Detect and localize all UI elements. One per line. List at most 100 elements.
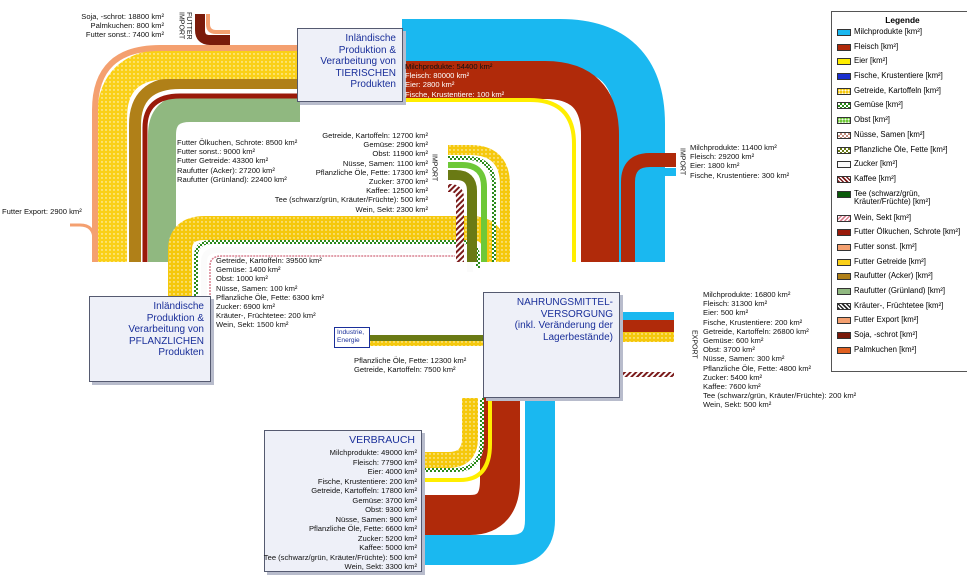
box-pflanz-line-5: Produkten <box>158 347 204 358</box>
legend-item: Zucker [km²] <box>832 160 967 175</box>
labels-tierisch-output: Milchprodukte: 54400 km² Fleisch: 80000 … <box>405 62 504 99</box>
verbrauch-item: Gemüse: 3700 km² <box>352 495 417 505</box>
export-item: Eier: 500 km² <box>703 308 749 318</box>
export-item: Zucker: 5400 km² <box>703 372 763 382</box>
legend: Legende Milchprodukte [km²]Fleisch [km²]… <box>831 11 967 372</box>
label-futter-import-vertical: FUTTER IMPORT <box>177 12 193 40</box>
verbrauch-item: Pflanzliche Öle, Fette: 6600 km² <box>308 524 417 533</box>
legend-swatch <box>837 214 851 222</box>
export-item: Fische, Krustentiere: 200 km² <box>703 317 803 327</box>
tier-out-item: Fische, Krustentiere: 100 km² <box>405 89 505 99</box>
pflanz-out-item: Obst: 1000 km² <box>216 274 268 284</box>
box-tierisch-line-3: Verarbeitung von <box>320 56 396 67</box>
flow-export-getreide <box>618 332 674 342</box>
box-verbrauch: VERBRAUCH Milchprodukte: 49000 km² Fleis… <box>264 430 422 572</box>
verbrauch-item: Milchprodukte: 49000 km² <box>329 448 417 457</box>
flow-futter-bundle-green <box>148 94 300 262</box>
verbrauch-item: Kaffee: 5000 km² <box>359 543 417 552</box>
flow-export-fleisch <box>618 320 674 332</box>
label-import-pflanzlich-vertical: IMPORT <box>430 154 438 182</box>
legend-swatch <box>837 146 851 154</box>
box-nahrungsmittelversorgung: NAHRUNGSMITTEL- VERSORGUNG (inkl. Veränd… <box>483 292 620 398</box>
futter-import-item: Palmkuchen: 800 km² <box>90 21 164 31</box>
flow-fleisch-to-versorgung <box>402 61 619 262</box>
label-export-vertical: EXPORT <box>690 330 698 359</box>
export-item: Getreide, Kartoffeln: 26800 km² <box>703 326 809 336</box>
flow-eier-to-versorgung <box>402 98 576 262</box>
legend-item: Milchprodukte [km²] <box>832 27 967 43</box>
label-futter-export: Futter Export: 2900 km² <box>2 207 82 216</box>
legend-item: Soja, -schrot [km²] <box>832 330 967 346</box>
pflanz-out-item: Kräuter-, Früchtetee: 200 km² <box>216 311 316 321</box>
export-item: Milchprodukte: 16800 km² <box>703 290 791 299</box>
legend-item: Futter Ölkuchen, Schrote [km²] <box>832 228 967 243</box>
flow-verbrauch-fleisch <box>421 398 520 535</box>
verbrauch-item: Tee (schwarz/grün, Kräuter/Früchte): 500… <box>263 552 417 562</box>
industrie-item: Pflanzliche Öle, Fette: 12300 km² <box>354 356 467 365</box>
legend-label: Nüsse, Samen [km²] <box>854 129 925 139</box>
export-item: Fleisch: 31300 km² <box>703 299 768 309</box>
legend-item: Getreide, Kartoffeln [km²] <box>832 86 967 102</box>
import-tier-item: Fische, Krustentiere: 300 km² <box>690 170 790 180</box>
legend-swatch <box>837 243 851 251</box>
legend-label: Soja, -schrot [km²] <box>854 330 918 340</box>
legend-label: Futter sonst. [km²] <box>854 241 917 251</box>
legend-swatch <box>837 117 851 125</box>
legend-label: Raufutter (Acker) [km²] <box>854 271 933 281</box>
import-pflanz-item: Tee (schwarz/grün, Kräuter/Früchte): 500… <box>274 195 428 205</box>
export-item: Nüsse, Samen: 300 km² <box>703 354 785 364</box>
label-import-tierisch-vertical: IMPORT <box>678 148 686 176</box>
labels-import-pflanzlich: Getreide, Kartoffeln: 12700 km² Gemüse: … <box>262 131 428 214</box>
legend-swatch <box>837 346 851 354</box>
box-versorgung-line-4: Lagerbestände) <box>542 331 613 343</box>
legend-label: Milchprodukte [km²] <box>854 27 923 36</box>
labels-futter-import: Soja, -schrot: 18800 km² Palmkuchen: 800… <box>64 12 164 40</box>
legend-label: Kräuter-, Früchtetee [km²] <box>854 300 944 310</box>
futter-in-item: Raufutter (Acker): 27200 km² <box>177 165 275 175</box>
futter-in-item: Futter sonst.: 9000 km² <box>177 147 256 157</box>
flow-import-tierisch <box>621 153 676 262</box>
verbrauch-values: Milchprodukte: 49000 km² Fleisch: 77900 … <box>264 448 417 572</box>
legend-item: Futter sonst. [km²] <box>832 241 967 258</box>
import-pflanz-item: Obst: 11900 km² <box>372 149 428 159</box>
import-pflanz-item: Nüsse, Samen: 1100 km² <box>342 158 428 168</box>
verbrauch-item: Zucker: 5200 km² <box>357 533 417 543</box>
legend-item: Palmkuchen [km²] <box>832 345 967 361</box>
export-item: Gemüse: 600 km² <box>703 336 764 346</box>
flow-verbrauch-gemuese <box>421 398 484 472</box>
legend-item: Kräuter-, Früchtetee [km²] <box>832 300 967 317</box>
legend-swatch <box>837 273 851 281</box>
legend-label: Futter Export [km²] <box>854 315 919 325</box>
flow-verbrauch-milch <box>421 398 555 565</box>
flow-futter-import-sonst <box>206 14 230 34</box>
legend-item: Eier [km²] <box>832 57 967 72</box>
import-pflanz-item: Getreide, Kartoffeln: 12700 km² <box>322 131 428 140</box>
flow-import-pflanz-gemuese <box>448 156 496 262</box>
industrie-line-1: Industrie, <box>337 329 365 336</box>
labels-industrie: Pflanzliche Öle, Fette: 12300 km² Getrei… <box>354 356 466 374</box>
legend-swatch <box>837 288 851 295</box>
box-tierisch-line-1: Inländische <box>345 33 396 44</box>
legend-swatch <box>837 131 851 139</box>
legend-label: Gemüse [km²] <box>854 100 903 110</box>
legend-label: Fische, Krustentiere [km²] <box>854 71 943 81</box>
flow-import-tierisch-milch <box>646 168 676 262</box>
industrie-line-2: Energie <box>337 336 360 344</box>
import-pflanz-item: Wein, Sekt: 2300 km² <box>355 204 428 214</box>
box-versorgung-line-1: NAHRUNGSMITTEL- <box>516 297 613 308</box>
legend-swatch <box>837 102 851 110</box>
futter-in-item: Raufutter (Grünland): 22400 km² <box>177 174 287 184</box>
import-tier-item: Fleisch: 29200 km² <box>690 152 755 162</box>
legend-label: Futter Getreide [km²] <box>854 256 926 266</box>
legend-swatch <box>837 229 851 237</box>
box-tierisch-line-4: TIERISCHEN <box>335 67 396 79</box>
box-tierische-produktion: Inländische Produktion & Verarbeitung vo… <box>297 28 403 102</box>
verbrauch-item: Fleisch: 77900 km² <box>352 457 417 467</box>
futter-import-item: Soja, -schrot: 18800 km² <box>81 12 164 21</box>
verbrauch-item: Obst: 9300 km² <box>365 505 417 514</box>
labels-pflanzlich-output: Getreide, Kartoffeln: 39500 km² Gemüse: … <box>216 256 324 330</box>
legend-label: Fleisch [km²] <box>854 41 899 51</box>
legend-swatch <box>837 302 851 310</box>
pflanz-out-item: Zucker: 6900 km² <box>216 302 276 312</box>
legend-swatch <box>837 58 851 66</box>
